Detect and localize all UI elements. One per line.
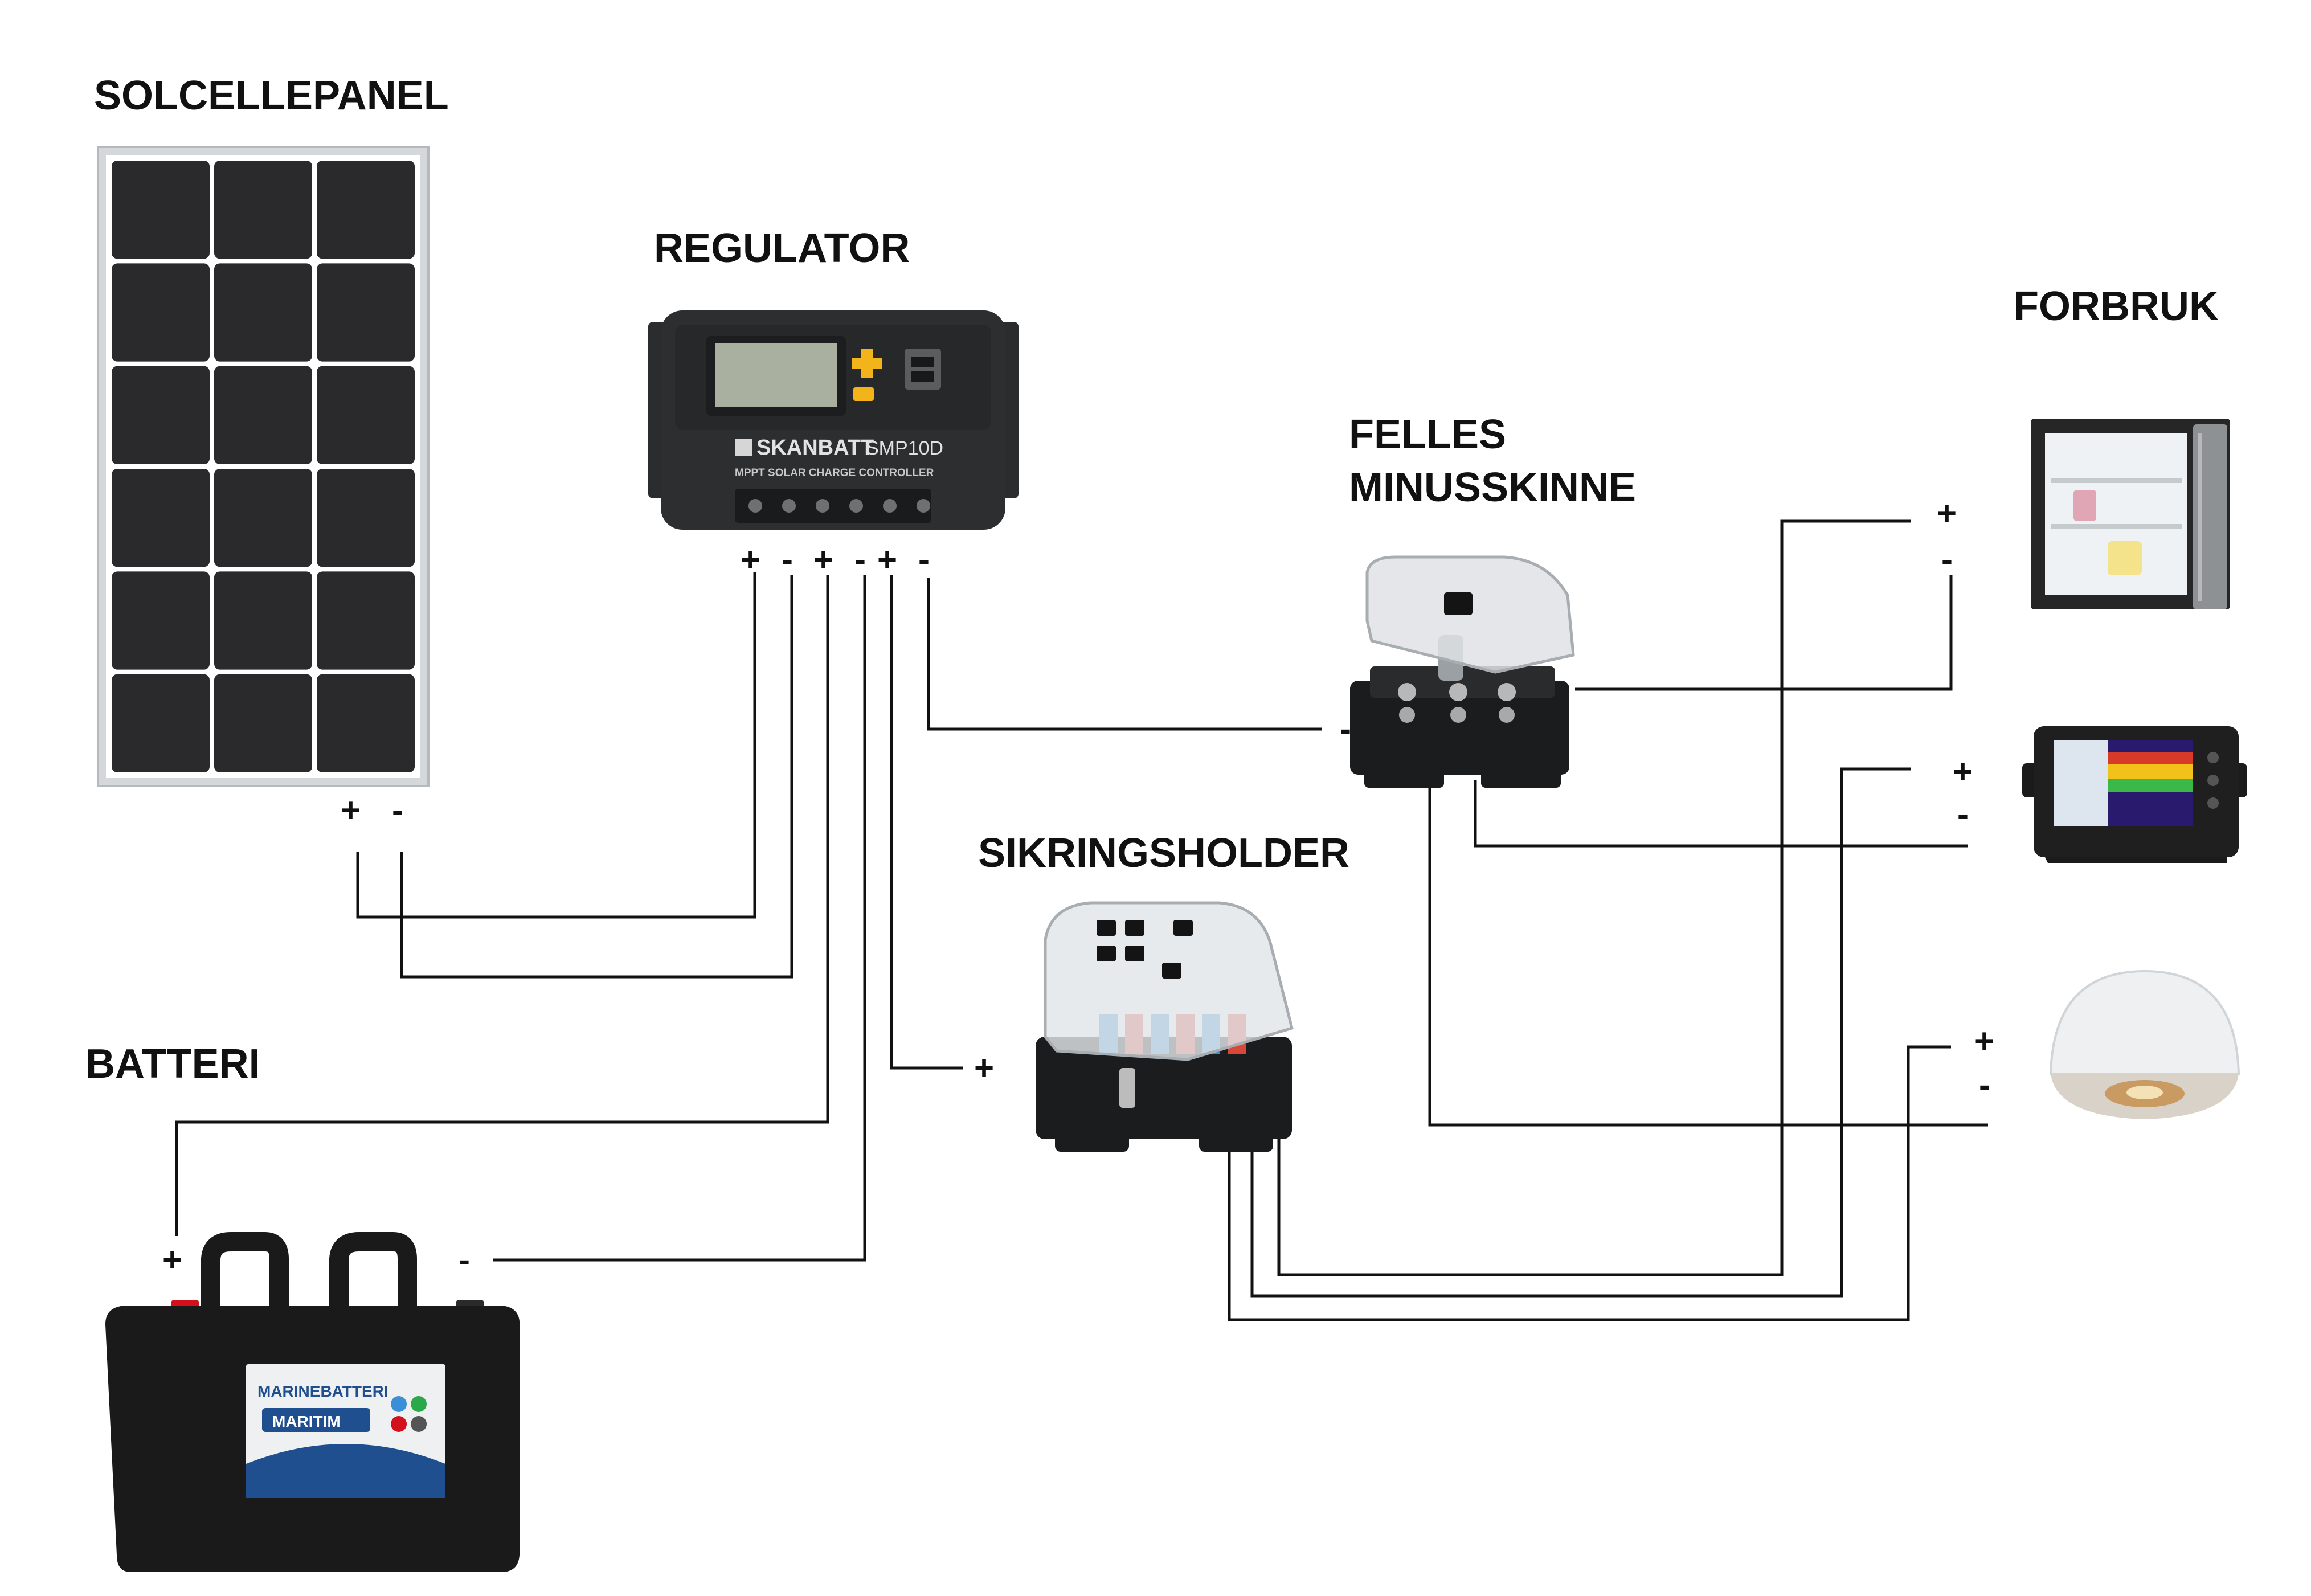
lamp-minus-sign: - bbox=[1979, 1066, 1990, 1104]
regulator-battery-plus-sign: + bbox=[813, 541, 833, 579]
solar-cell bbox=[112, 469, 210, 567]
solar-cell bbox=[214, 469, 312, 567]
label-common-negative-bus-line2: MINUSSKINNE bbox=[1349, 465, 1636, 510]
wire-fridge-minus-to-bus bbox=[1575, 575, 1953, 691]
wires bbox=[175, 519, 1988, 1321]
fridge-icon bbox=[2031, 419, 2230, 609]
solar-cell bbox=[317, 366, 415, 464]
wire-battery-minus-to-regulator bbox=[493, 575, 866, 1262]
solar-cell bbox=[317, 469, 415, 567]
label-fuse-holder: SIKRINGSHOLDER bbox=[978, 830, 1349, 876]
regulator-solar-plus-sign: + bbox=[741, 541, 760, 579]
regulator-battery-minus-sign: - bbox=[854, 541, 866, 579]
plotter-minus-sign: - bbox=[1957, 795, 1969, 833]
regulator-load-minus-sign: - bbox=[918, 541, 930, 579]
wire-fuse-to-fridge-plus bbox=[1277, 519, 1911, 1276]
wire-solar-minus-to-regulator bbox=[400, 575, 793, 979]
fridge-plus-sign: + bbox=[1937, 494, 1957, 533]
solar-cell bbox=[112, 161, 210, 259]
battery-label: MARINEBATTERI bbox=[257, 1382, 388, 1400]
wire-load-plus-to-fuse-holder bbox=[890, 575, 963, 1070]
solar-plus-sign: + bbox=[341, 791, 361, 829]
label-consumption: FORBRUK bbox=[2014, 284, 2219, 329]
bus-minus-sign: - bbox=[1340, 710, 1351, 748]
label-common-negative-bus-line1: FELLES bbox=[1349, 412, 1506, 457]
battery-plus-sign: + bbox=[162, 1241, 182, 1279]
solar-cell bbox=[214, 674, 312, 772]
solar-cell bbox=[317, 263, 415, 362]
label-regulator: REGULATOR bbox=[654, 226, 910, 271]
fridge-minus-sign: - bbox=[1941, 541, 1953, 579]
solar-cell bbox=[214, 366, 312, 464]
polarity-signs: + - + - + - + - + - + - + - + - + - bbox=[162, 494, 1994, 1279]
solar-panel-icon bbox=[97, 146, 430, 787]
charge-regulator-icon: SKANBATT SMP10D MPPT SOLAR CHARGE CONTRO… bbox=[648, 310, 1019, 530]
solar-cell bbox=[112, 263, 210, 362]
battery-brand: MARITIM bbox=[272, 1413, 341, 1430]
battery-minus-sign: - bbox=[459, 1241, 470, 1279]
regulator-subtitle: MPPT SOLAR CHARGE CONTROLLER bbox=[735, 467, 934, 479]
bus-bar-icon bbox=[1350, 555, 1575, 788]
chart-plotter-icon bbox=[2022, 726, 2247, 863]
plotter-plus-sign: + bbox=[1953, 752, 1973, 791]
solar-cell bbox=[214, 571, 312, 670]
solar-cell bbox=[112, 674, 210, 772]
wire-fuse-to-lamp-plus bbox=[1228, 1045, 1951, 1321]
regulator-load-plus-sign: + bbox=[877, 541, 897, 579]
lamp-icon bbox=[2049, 969, 2240, 1119]
fuse-block-icon bbox=[1036, 901, 1294, 1152]
solar-cell bbox=[317, 161, 415, 259]
battery-icon: MARINEBATTERI MARITIM bbox=[105, 1232, 520, 1572]
wire-load-minus-to-bus bbox=[927, 578, 1322, 731]
solar-cell bbox=[214, 263, 312, 362]
solar-cell bbox=[317, 674, 415, 772]
wire-plotter-minus-to-bus bbox=[1474, 780, 1968, 848]
wire-fuse-to-plotter-plus bbox=[1250, 767, 1911, 1298]
label-solar-panel: SOLCELLEPANEL bbox=[94, 73, 449, 118]
solar-cell bbox=[112, 366, 210, 464]
regulator-solar-minus-sign: - bbox=[782, 541, 793, 579]
solar-panel-cells bbox=[112, 161, 415, 772]
solar-cell bbox=[112, 571, 210, 670]
wire-battery-plus-to-regulator bbox=[175, 575, 829, 1236]
regulator-model: SMP10D bbox=[866, 437, 943, 459]
solar-minus-sign: - bbox=[392, 791, 403, 829]
wire-solar-plus-to-regulator bbox=[356, 572, 756, 919]
solar-cell bbox=[214, 161, 312, 259]
regulator-brand: SKANBATT bbox=[756, 436, 874, 460]
component-labels: SOLCELLEPANEL REGULATOR FORBRUK FELLES M… bbox=[85, 73, 2219, 1087]
fuse-holder-plus-sign: + bbox=[974, 1049, 994, 1087]
regulator-terminals bbox=[748, 499, 930, 513]
wire-lamp-minus-to-bus bbox=[1428, 752, 1988, 1127]
label-battery: BATTERI bbox=[85, 1041, 260, 1087]
lamp-plus-sign: + bbox=[1974, 1022, 1994, 1060]
solar-cell bbox=[317, 571, 415, 670]
